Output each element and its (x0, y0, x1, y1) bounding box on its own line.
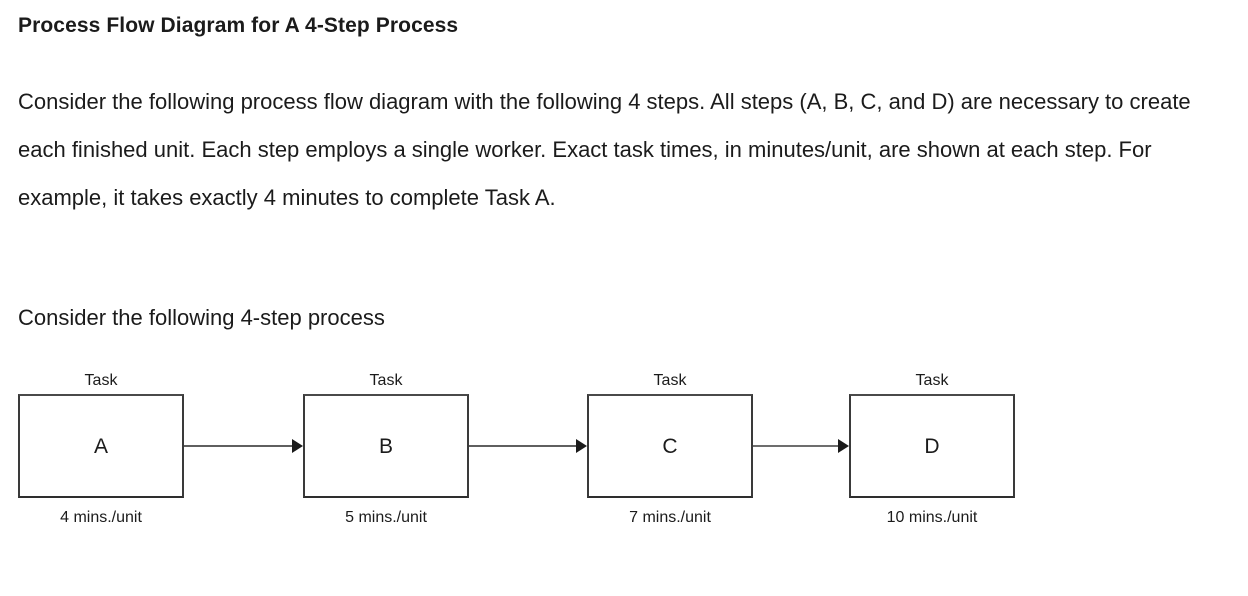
process-step-d[interactable]: Task D 10 mins./unit (849, 368, 1015, 530)
page-title: Process Flow Diagram for A 4-Step Proces… (18, 14, 459, 37)
connector-b-to-c (469, 394, 587, 498)
step-b-letter: B (378, 434, 393, 458)
process-step-c[interactable]: Task C 7 mins./unit (587, 368, 753, 530)
step-d-task-label: Task (915, 372, 949, 389)
step-c-task-label: Task (653, 372, 687, 389)
step-c-box[interactable]: C (587, 394, 753, 498)
step-d-box[interactable]: D (849, 394, 1015, 498)
process-flow-diagram: Task A 4 mins./unit Task B 5 mins./unit (0, 368, 1248, 538)
process-step-b[interactable]: Task B 5 mins./unit (303, 368, 469, 530)
connector-c-to-d (753, 394, 849, 498)
step-a-box[interactable]: A (18, 394, 184, 498)
diagram-lead-in-paragraph: Consider the following 4-step process (18, 305, 385, 330)
step-c-time-label: 7 mins./unit (629, 509, 711, 526)
step-b-box[interactable]: B (303, 394, 469, 498)
step-b-task-label: Task (369, 372, 403, 389)
step-d-letter: D (924, 434, 940, 458)
step-a-task-label: Task (84, 372, 118, 389)
connector-a-to-b (184, 394, 303, 498)
step-d-time-label: 10 mins./unit (886, 509, 978, 526)
step-a-time-label: 4 mins./unit (60, 509, 142, 526)
step-a-letter: A (93, 434, 108, 458)
step-c-letter: C (662, 434, 678, 458)
process-step-a[interactable]: Task A 4 mins./unit (18, 368, 184, 530)
intro-paragraph: Consider the following process flow diag… (18, 89, 1191, 210)
step-b-time-label: 5 mins./unit (345, 509, 427, 526)
